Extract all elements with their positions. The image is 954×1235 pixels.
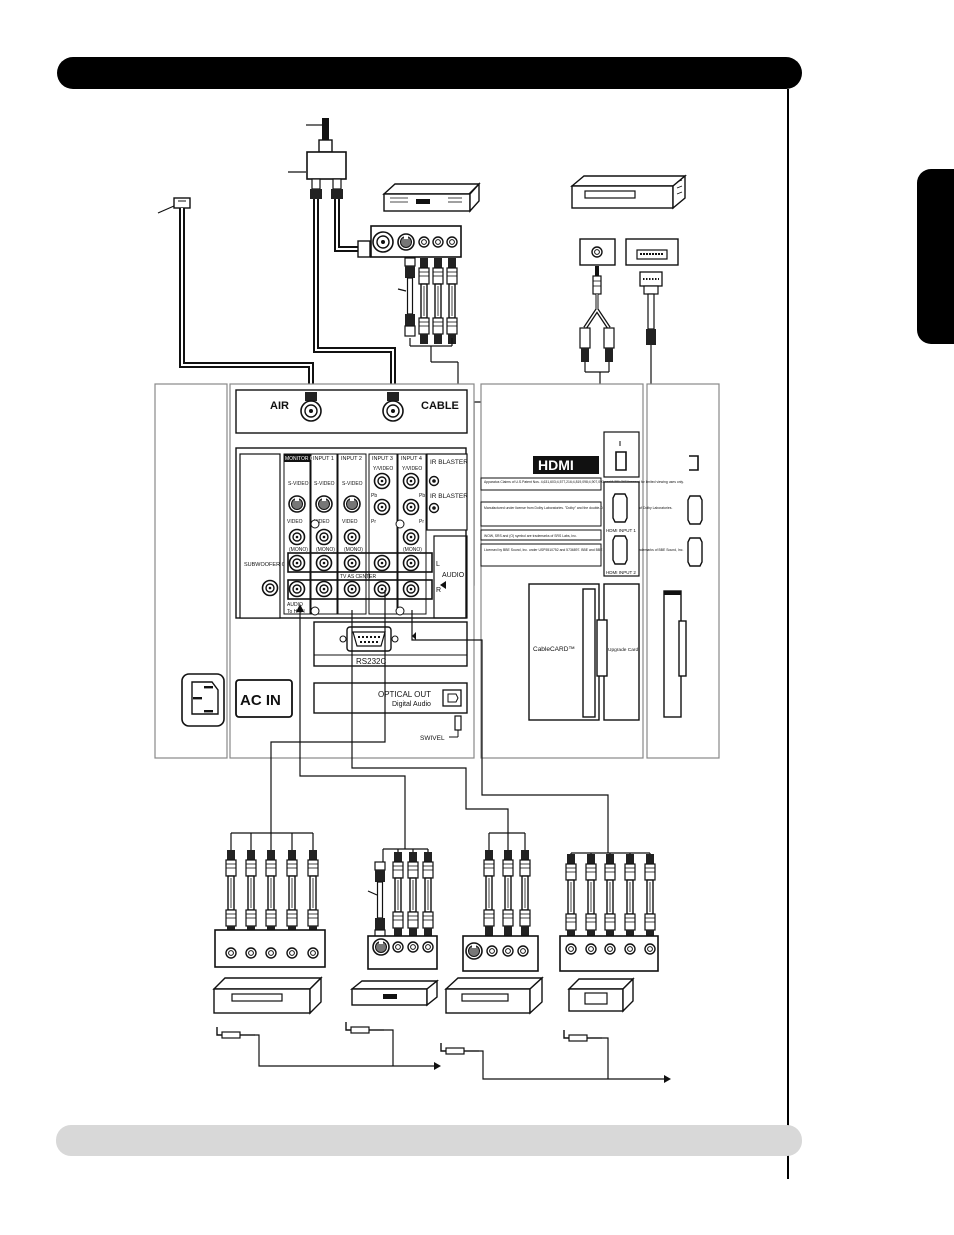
rs232c-section: RS232C — [313, 621, 468, 667]
hdmi-source-device — [570, 174, 687, 210]
audio-label: AUDIO — [442, 572, 465, 579]
pb-label-3: Pb — [371, 493, 377, 499]
margin-rule — [787, 89, 789, 1179]
rs232c-label: RS232C — [356, 657, 386, 666]
notice-1: Apparatus Claims of U.S.Patent Nos. 4,63… — [484, 480, 684, 484]
antenna-cable-splitter — [288, 118, 396, 392]
hdmi-input2-label: HDMI INPUT 2 — [606, 570, 636, 575]
section-tab — [917, 169, 954, 344]
pr-label-4: Pr — [419, 519, 424, 525]
title-bar — [57, 57, 802, 89]
notice-4: Licensed by BBE Sound, Inc. under USP551… — [484, 548, 683, 552]
device-group-1 — [212, 832, 326, 1039]
antenna-input-section: AIR CABLE — [235, 389, 468, 434]
tv-as-center-label: TV AS CENTER — [340, 574, 377, 580]
cablecard-section: CableCARD™ Upgrade Card — [528, 583, 687, 721]
arrow-ir-1 — [434, 1062, 441, 1070]
ac-in-label: AC IN — [240, 692, 281, 709]
audio-out-panel — [440, 238, 616, 586]
mono-label-2: (MONO) — [344, 547, 363, 553]
yvideo-label-4: Y/VIDEO — [402, 466, 422, 472]
video-label-mon: VIDEO — [287, 519, 303, 525]
hdmi-section: HDMI Apparatus Claims of U.S.Patent Nos.… — [480, 431, 703, 577]
ac-in-section: AC IN — [181, 673, 293, 727]
arrow-input4 — [412, 632, 416, 640]
audio-r-label: R — [436, 587, 441, 594]
optical-out-label: OPTICAL OUT — [378, 690, 431, 699]
svideo-label-3: S-VIDEO — [342, 481, 363, 487]
hdmi-logo: HDMI — [538, 457, 574, 473]
input3-label: INPUT 3 — [372, 456, 393, 462]
av-input-section: SUBWOOFER OUT MONITOR OUT INPUT 1 INPUT … — [235, 447, 468, 619]
mono-label-4: (MONO) — [403, 547, 422, 553]
device-group-3 — [440, 832, 544, 1055]
audio-l-label: L — [436, 561, 440, 568]
svideo-label-1: S-VIDEO — [288, 481, 309, 487]
cable-box-device — [382, 182, 481, 213]
hdmi-input1-label: HDMI INPUT 1 — [606, 528, 636, 533]
device-group-2 — [345, 833, 439, 1034]
yvideo-label-3: Y/VIDEO — [373, 466, 393, 472]
pb-label-4: Pb — [419, 493, 425, 499]
cable-label: CABLE — [421, 400, 459, 412]
bottom-wiring — [270, 590, 609, 853]
digital-audio-label: Digital Audio — [392, 701, 431, 708]
audio-hifi-label: AUDIO — [287, 602, 303, 608]
mono-label-mon: (MONO) — [289, 547, 308, 553]
ir-blaster-bottom-label: IR BLASTER — [430, 493, 468, 500]
device-group-4 — [559, 852, 659, 1042]
video-label-2: VIDEO — [342, 519, 358, 525]
ir-blaster-top-label: IR BLASTER — [430, 459, 468, 466]
cablecard-label: CableCARD™ — [533, 646, 575, 653]
svideo-label-2: S-VIDEO — [314, 481, 335, 487]
air-label: AIR — [270, 400, 289, 412]
mono-label-1: (MONO) — [316, 547, 335, 553]
monitor-out-label: MONITOR OUT — [285, 456, 320, 462]
input1-label: INPUT 1 — [313, 456, 334, 462]
video-label-1: VIDEO — [314, 519, 330, 525]
upgrade-card-label: Upgrade Card — [608, 647, 638, 653]
ir-blaster-leads — [255, 1029, 667, 1080]
arrow-ir-2 — [664, 1075, 671, 1083]
air-antenna-lead — [157, 197, 314, 392]
swivel-label: SWIVEL — [420, 735, 445, 742]
note-bar — [56, 1125, 802, 1156]
input4-label: INPUT 4 — [401, 456, 422, 462]
subwoofer-label: SUBWOOFER OUT — [244, 562, 294, 568]
arrow-audio-lr — [440, 581, 446, 589]
optical-section: OPTICAL OUT Digital Audio SWIVEL — [313, 682, 468, 742]
notice-3: WOW, SRS and (O) symbol are trademarks o… — [484, 534, 577, 538]
pr-label-3: Pr — [371, 519, 376, 525]
cable-box-panel — [370, 225, 462, 258]
to-hifi-label: To HI-FI — [287, 609, 305, 615]
notice-2: Manufactured under license from Dolby La… — [484, 506, 672, 510]
arrow-hifi — [296, 604, 304, 612]
input2-label: INPUT 2 — [341, 456, 362, 462]
